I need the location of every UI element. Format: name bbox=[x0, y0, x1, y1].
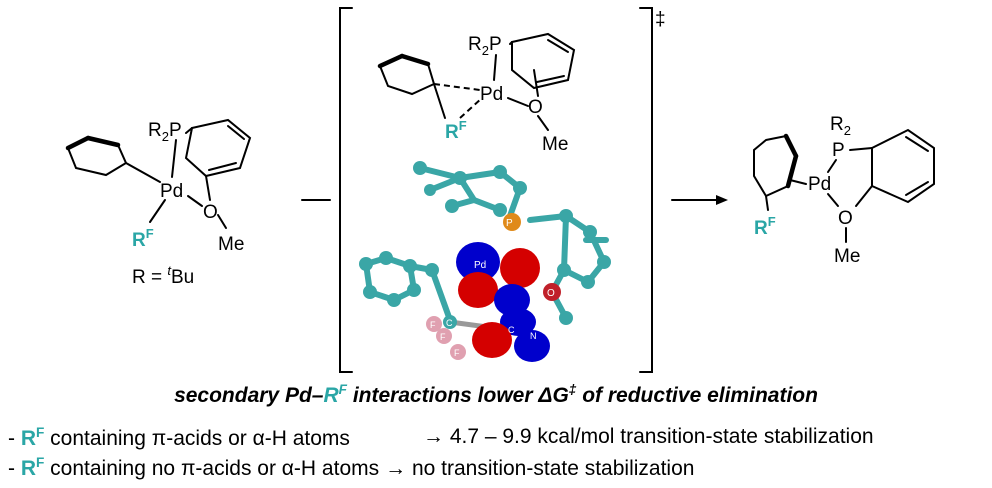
reactant-me-label: Me bbox=[218, 234, 244, 255]
r-definition: R = tBu bbox=[132, 263, 194, 288]
orbital-pd-label: Pd bbox=[474, 260, 486, 271]
scheme-caption: secondary Pd–RF interactions lower ΔG‡ o… bbox=[174, 382, 818, 407]
ts-r2p-label: R2P bbox=[468, 34, 502, 58]
orbital-p-label: P bbox=[506, 218, 513, 229]
transition-state-brackets: ‡ bbox=[339, 7, 666, 373]
ts-aryl-ring bbox=[511, 32, 576, 90]
orbital-c1-label: C bbox=[446, 318, 453, 328]
ts-orbital-render: P Pd O C C N F F F bbox=[359, 161, 611, 362]
product-aryl-ring-2 bbox=[871, 128, 935, 204]
reactant-rf-label: RF bbox=[132, 226, 154, 251]
reactant-r2p-label: R2P bbox=[148, 120, 182, 144]
bullet-item: - RF containing π-acids or α-H atoms→ 4.… bbox=[8, 425, 874, 450]
product-o-label: O bbox=[838, 208, 853, 229]
orbital-n-label: N bbox=[530, 331, 537, 341]
reactant-o-label: O bbox=[203, 202, 218, 223]
reactant-pd-label: Pd bbox=[160, 181, 183, 202]
ts-ddagger: ‡ bbox=[655, 9, 666, 30]
ts-pd-label: Pd bbox=[480, 84, 503, 105]
orbital-f3-label: F bbox=[454, 348, 460, 358]
orbital-f2-label: F bbox=[440, 332, 446, 342]
product-p-label: P bbox=[832, 140, 845, 161]
orbital-c2-label: C bbox=[508, 325, 515, 335]
reaction-arrow bbox=[671, 195, 728, 205]
ts-rf-label: RF bbox=[445, 118, 467, 143]
product-rf-label: RF bbox=[754, 214, 776, 239]
reaction-scheme: Pd R2P O Me RF R = tBu ‡ RF Pd bbox=[65, 7, 935, 373]
product-me-label: Me bbox=[834, 246, 860, 267]
orbital-o-label: O bbox=[547, 288, 555, 299]
product-pd-label: Pd bbox=[808, 174, 831, 195]
product-complex: Pd RF R2 P O Me bbox=[753, 114, 935, 267]
reactant-complex: Pd R2P O Me RF R = tBu bbox=[65, 118, 252, 288]
transition-state-structure: RF Pd R2P O Me bbox=[377, 32, 576, 155]
ts-me-label: Me bbox=[542, 134, 568, 155]
reactant-aryl-ring bbox=[184, 118, 252, 178]
ts-o-label: O bbox=[528, 97, 543, 118]
bullet-item: - RF containing no π-acids or α-H atoms→… bbox=[8, 455, 695, 480]
orbital-f1-label: F bbox=[430, 320, 436, 330]
product-r2-label: R2 bbox=[830, 114, 851, 138]
